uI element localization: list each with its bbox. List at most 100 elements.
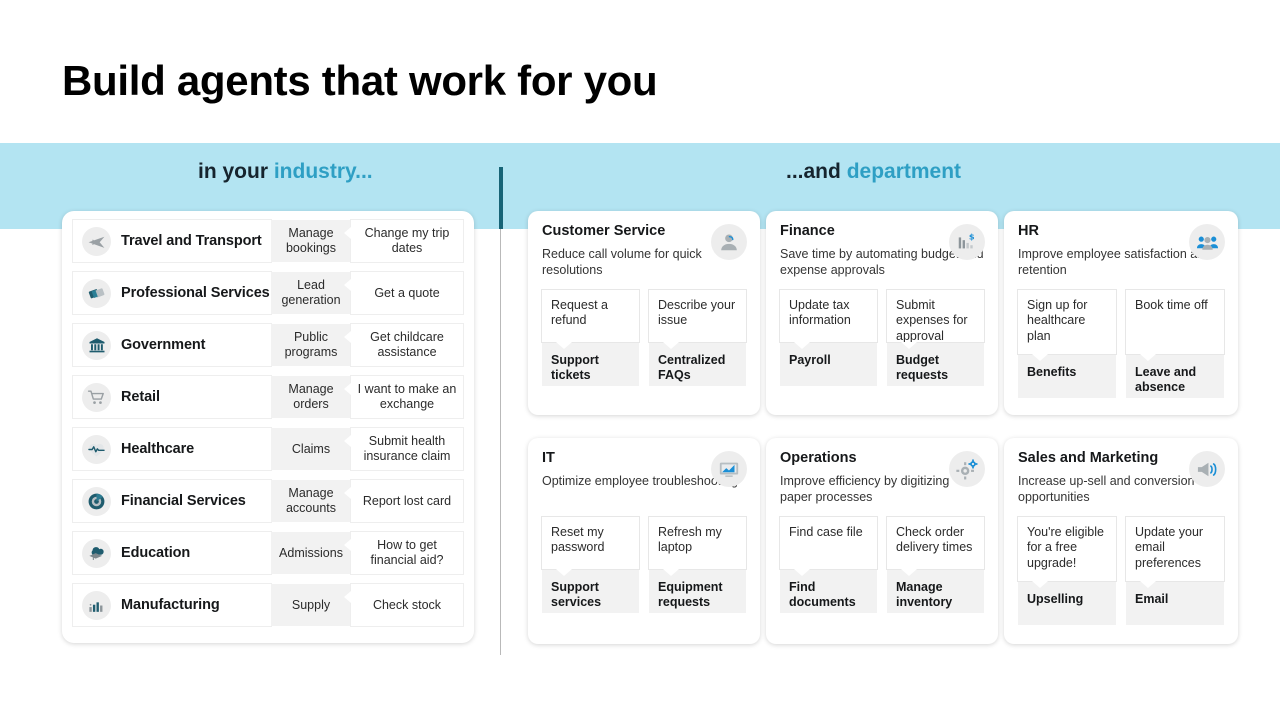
tile-category[interactable]: Support services — [542, 568, 639, 613]
industry-name-cell[interactable]: Retail — [73, 376, 271, 418]
tile-category[interactable]: Centralized FAQs — [649, 341, 746, 386]
industry-prompt[interactable]: I want to make an exchange — [344, 376, 463, 418]
industry-name-cell[interactable]: Government — [73, 324, 271, 366]
tile-prompt[interactable]: Sign up for healthcare plan — [1018, 289, 1116, 361]
industry-label: Government — [121, 337, 206, 353]
person-headset-icon — [711, 224, 747, 260]
department-tile[interactable]: You're eligible for a free upgrade!Upsel… — [1018, 516, 1116, 625]
tile-category[interactable]: Equipment requests — [649, 568, 746, 613]
tile-prompt[interactable]: Submit expenses for approval — [887, 289, 984, 349]
handshake-icon — [82, 278, 111, 308]
department-title: HR — [1018, 223, 1039, 239]
industry-prompt[interactable]: Report lost card — [344, 480, 463, 522]
divider-accent-bar — [499, 167, 503, 229]
industry-label: Retail — [121, 389, 160, 405]
industry-label: Travel and Transport — [121, 233, 262, 249]
industry-label: Education — [121, 545, 191, 561]
industry-name-cell[interactable]: Financial Services — [73, 480, 271, 522]
tile-prompt[interactable]: Find case file — [780, 516, 877, 576]
tile-category[interactable]: Budget requests — [887, 341, 984, 386]
industry-name-cell[interactable]: Healthcare — [73, 428, 271, 470]
industry-name-cell[interactable]: Professional Services — [73, 272, 271, 314]
tile-category[interactable]: Upselling — [1018, 580, 1116, 625]
industry-prompt[interactable]: How to get financial aid? — [344, 532, 463, 574]
department-tiles: You're eligible for a free upgrade!Upsel… — [1018, 516, 1224, 625]
industry-category[interactable]: Public programs — [271, 324, 351, 366]
tile-prompt[interactable]: You're eligible for a free upgrade! — [1018, 516, 1116, 588]
industry-category[interactable]: Supply — [271, 584, 351, 626]
tile-prompt[interactable]: Update tax information — [780, 289, 877, 349]
industry-prompt[interactable]: Change my trip dates — [344, 220, 463, 262]
tile-prompt[interactable]: Refresh my laptop — [649, 516, 746, 576]
tile-prompt[interactable]: Book time off — [1126, 289, 1224, 361]
industry-category[interactable]: Manage bookings — [271, 220, 351, 262]
department-section-heading: ...and department — [786, 161, 961, 182]
industry-name-cell[interactable]: Manufacturing — [73, 584, 271, 626]
tile-prompt[interactable]: Update your email preferences — [1126, 516, 1224, 588]
tile-category[interactable]: Support tickets — [542, 341, 639, 386]
gears-icon — [949, 451, 985, 487]
industry-label: Manufacturing — [121, 597, 220, 613]
tile-category[interactable]: Benefits — [1018, 353, 1116, 398]
department-heading-prefix: ...and — [786, 160, 847, 183]
tile-category[interactable]: Email — [1126, 580, 1224, 625]
tile-prompt[interactable]: Request a refund — [542, 289, 639, 349]
industry-category[interactable]: Lead generation — [271, 272, 351, 314]
industry-category[interactable]: Manage orders — [271, 376, 351, 418]
tile-category[interactable]: Payroll — [780, 341, 877, 386]
department-subtitle: Reduce call volume for quick resolutions — [542, 246, 702, 278]
graduation-cap-icon — [82, 538, 111, 568]
page-title: Build agents that work for you — [62, 57, 658, 104]
tile-category[interactable]: Manage inventory — [887, 568, 984, 613]
department-title: Finance — [780, 223, 835, 239]
department-heading-accent: department — [846, 160, 962, 183]
tile-prompt[interactable]: Reset my password — [542, 516, 639, 576]
heart-pulse-icon — [82, 434, 111, 464]
industry-prompt[interactable]: Get a quote — [344, 272, 463, 314]
industry-prompt[interactable]: Submit health insurance claim — [344, 428, 463, 470]
divider-line — [500, 229, 501, 655]
department-subtitle: Improve employee satisfaction and retent… — [1018, 246, 1212, 278]
people-group-icon — [1189, 224, 1225, 260]
industry-name-cell[interactable]: Education — [73, 532, 271, 574]
tile-category[interactable]: Leave and absence — [1126, 353, 1224, 398]
industry-prompt[interactable]: Check stock — [344, 584, 463, 626]
industry-category[interactable]: Manage accounts — [271, 480, 351, 522]
industry-name-cell[interactable]: Travel and Transport — [73, 220, 271, 262]
target-circle-icon — [82, 486, 111, 516]
industry-prompt[interactable]: Get childcare assistance — [344, 324, 463, 366]
industry-category[interactable]: Admissions — [271, 532, 351, 574]
tile-prompt[interactable]: Describe your issue — [649, 289, 746, 349]
industry-category[interactable]: Claims — [271, 428, 351, 470]
tile-category[interactable]: Find documents — [780, 568, 877, 613]
tile-prompt[interactable]: Check order delivery times — [887, 516, 984, 576]
department-card[interactable]: HR Improve employee satisfaction and rete… — [1004, 211, 1238, 415]
